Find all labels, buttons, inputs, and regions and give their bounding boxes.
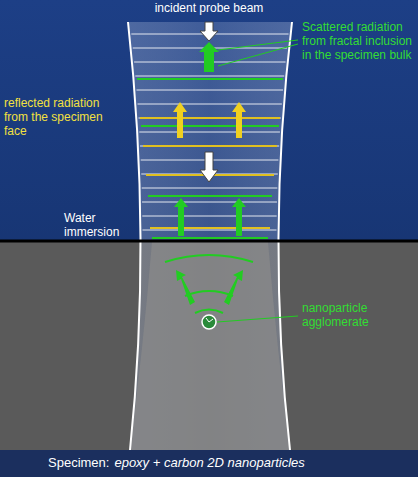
beam-in-specimen — [130, 242, 290, 450]
reflected-label: reflected radiation from the specimen fa… — [4, 96, 116, 138]
reflected-arrows — [173, 102, 246, 138]
leader-lines — [217, 40, 298, 322]
specimen-block — [0, 240, 418, 450]
caption-prefix: Specimen: — [48, 456, 109, 470]
specimen-face — [0, 240, 418, 243]
caption-specimen: epoxy + carbon 2D nanoparticles — [114, 456, 304, 470]
nanoparticle-agglomerate — [202, 315, 216, 329]
caption-band — [0, 450, 418, 477]
scattered-arrows — [174, 42, 246, 305]
wavefronts — [131, 34, 288, 230]
water-label: Water immersion — [64, 211, 134, 239]
beam-edge — [128, 22, 141, 450]
agglomerate-label: nanoparticle agglomerate — [302, 301, 402, 329]
beam-label: incident probe beam — [150, 1, 268, 15]
probe-beam — [128, 22, 292, 450]
incident-arrows — [200, 22, 218, 182]
scattered-label: Scattered radiation from fractal inclusi… — [302, 20, 414, 62]
beam-edge — [278, 22, 292, 450]
scattered-wavefronts — [137, 79, 283, 313]
agglomerate-mark — [206, 318, 213, 322]
